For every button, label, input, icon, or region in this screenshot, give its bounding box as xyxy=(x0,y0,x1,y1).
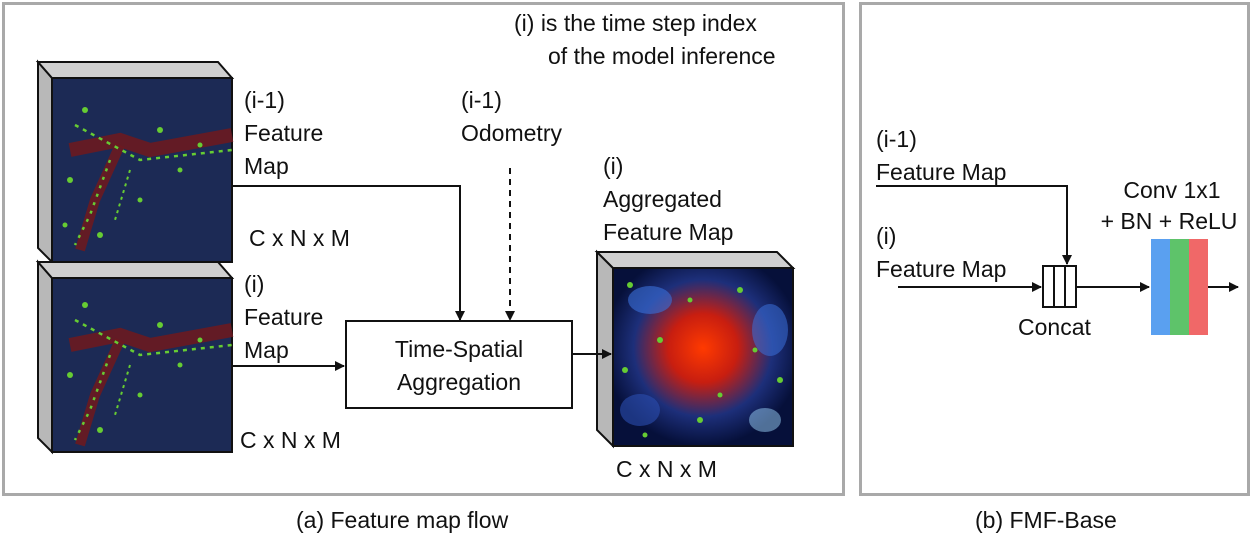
caption-feature-map-flow: (a) Feature map flow xyxy=(296,507,509,533)
aggregated-index: (i) xyxy=(603,153,624,179)
curr-feature-map-cube xyxy=(35,259,235,455)
curr-map-dims: C x N x M xyxy=(240,427,341,453)
conv-bar xyxy=(1151,239,1170,335)
curr-map-texture xyxy=(67,302,234,447)
prev-feature-map-cube xyxy=(35,59,235,265)
bn-bar xyxy=(1170,239,1189,335)
aggregation-label-line1: Time-Spatial xyxy=(394,336,524,362)
conv-label-line2: + BN + ReLU xyxy=(1100,208,1238,234)
fmf-curr-index: (i) xyxy=(876,223,897,249)
concat-label: Concat xyxy=(1018,314,1091,340)
prev-map-label-line1: Feature xyxy=(244,120,324,146)
time-step-note-line1: (i) is the time step index xyxy=(514,10,757,36)
fmf-prev-label: Feature Map xyxy=(876,159,1007,185)
prev-map-to-aggregation-arrow xyxy=(232,185,465,321)
fmf-curr-label: Feature Map xyxy=(876,256,1007,282)
caption-fmf-base: (b) FMF-Base xyxy=(975,507,1117,533)
curr-map-label-line2: Map xyxy=(244,337,289,363)
fmf-prev-index: (i-1) xyxy=(876,126,917,152)
concat-block xyxy=(1042,265,1077,308)
odometry-label: Odometry xyxy=(461,120,562,146)
aggregated-label-line1: Aggregated xyxy=(603,186,722,212)
aggregation-label-line2: Aggregation xyxy=(396,369,522,395)
aggregated-label-line2: Feature Map xyxy=(603,219,734,245)
prev-map-dims: C x N x M xyxy=(249,225,350,251)
aggregated-map-texture xyxy=(620,282,788,438)
curr-map-index: (i) xyxy=(244,271,265,297)
curr-map-label-line1: Feature xyxy=(244,304,324,330)
relu-bar xyxy=(1189,239,1208,335)
fmf-prev-input-arrow xyxy=(876,185,1072,265)
odometry-index: (i-1) xyxy=(461,87,502,113)
aggregated-feature-map-cube xyxy=(594,249,796,449)
prev-map-label-line2: Map xyxy=(244,153,289,179)
aggregated-dims: C x N x M xyxy=(616,456,717,482)
prev-map-index: (i-1) xyxy=(244,87,285,113)
aggregation-box xyxy=(345,320,573,409)
prev-map-texture xyxy=(62,107,234,252)
conv-label-line1: Conv 1x1 xyxy=(1123,177,1221,203)
time-step-note-line2: of the model inference xyxy=(548,43,776,69)
conv-bn-relu-block xyxy=(1151,239,1208,335)
